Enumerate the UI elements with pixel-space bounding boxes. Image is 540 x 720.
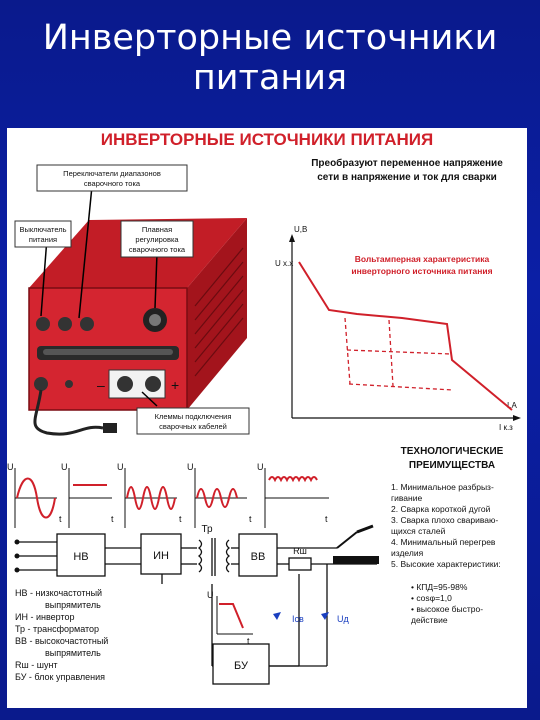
spec-line: • cosφ=1,0 xyxy=(411,593,452,603)
svg-text:–: – xyxy=(97,377,105,393)
legend-line: выпрямитель xyxy=(45,600,101,610)
svg-text:сварочного тока: сварочного тока xyxy=(129,245,186,254)
block-rsh-label: Rш xyxy=(293,546,307,556)
svg-text:t: t xyxy=(59,514,62,524)
svg-text:Выключатель: Выключатель xyxy=(19,225,66,234)
vac-x-axis-label: I,A xyxy=(507,401,517,410)
svg-text:t: t xyxy=(111,514,114,524)
advantage-line: щихся сталей xyxy=(391,526,446,536)
advantage-line: гивание xyxy=(391,493,422,503)
advantage-line: изделия xyxy=(391,548,424,558)
svg-text:t: t xyxy=(249,514,252,524)
advantage-line: 5. Высокие характеристики: xyxy=(391,559,501,569)
legend-line: Rш - шунт xyxy=(15,660,58,670)
slide-title-line-2: питания xyxy=(192,58,348,98)
svg-text:сварочных кабелей: сварочных кабелей xyxy=(159,422,227,431)
callout-smooth-regulation: Плавная регулировка сварочного тока xyxy=(120,220,194,258)
legend-line: Тр - трансформатор xyxy=(15,624,99,634)
vac-y-axis-label: U,В xyxy=(294,225,307,234)
advantages-section: ТЕХНОЛОГИЧЕСКИЕ ПРЕИМУЩЕСТВА 1. Минималь… xyxy=(391,446,504,625)
voltage-label: Uд xyxy=(337,614,349,624)
spec-line: действие xyxy=(411,615,448,625)
spec-line: • КПД=95-98% xyxy=(411,582,468,592)
block-nv-label: НВ xyxy=(73,551,88,563)
vac-caption-line-1: Вольтамперная характеристика xyxy=(355,254,490,264)
svg-text:питания: питания xyxy=(29,235,57,244)
converts-text-line-1: Преобразуют переменное напряжение xyxy=(311,157,503,169)
advantage-line: 2. Сварка короткой дугой xyxy=(391,504,491,514)
svg-text:сварочного тока: сварочного тока xyxy=(84,179,141,188)
block-vv-label: ВВ xyxy=(251,551,266,563)
svg-text:Плавная: Плавная xyxy=(142,225,172,234)
svg-text:U: U xyxy=(61,462,68,472)
current-label: Iсв xyxy=(292,614,304,624)
block-diagram: U t НВ ИН Тр ВВ Rш БУ Iсв Uд xyxy=(14,524,379,685)
svg-text:Клеммы подключения: Клеммы подключения xyxy=(155,412,232,421)
vac-x-mark: I к.з xyxy=(499,423,513,432)
svg-text:U: U xyxy=(257,462,264,472)
advantage-line: 1. Минимальное разбрыз- xyxy=(391,482,494,492)
legend: НВ - низкочастотный выпрямитель ИН - инв… xyxy=(15,588,108,682)
advantages-heading-1: ТЕХНОЛОГИЧЕСКИЕ xyxy=(401,446,504,457)
svg-text:U: U xyxy=(117,462,124,472)
callout-power-switch: Выключатель питания xyxy=(14,220,72,248)
advantage-line: 4. Минимальный перегрев xyxy=(391,537,496,547)
advantage-line: 3. Сварка плохо свариваю- xyxy=(391,515,498,525)
advantages-heading-2: ПРЕИМУЩЕСТВА xyxy=(409,460,495,471)
poster-header: ИНВЕРТОРНЫЕ ИСТОЧНИКИ ПИТАНИЯ xyxy=(101,130,434,149)
svg-text:U: U xyxy=(187,462,194,472)
svg-text:U: U xyxy=(7,462,14,472)
svg-text:U: U xyxy=(207,590,214,600)
callout-terminals: Клеммы подключения сварочных кабелей xyxy=(136,407,250,435)
legend-line: ВВ - высокочастотный xyxy=(15,636,108,646)
block-in-label: ИН xyxy=(153,550,169,562)
waveform-labels: U U U U U t t t t t xyxy=(7,462,328,524)
waveform-row xyxy=(14,468,329,528)
vac-curve xyxy=(298,261,513,411)
svg-text:+: + xyxy=(171,377,179,393)
vac-y-mark: U х.х xyxy=(275,259,293,268)
converts-text-line-2: сети в напряжение и ток для сварки xyxy=(317,172,497,183)
slide-title-line-1: Инверторные источники xyxy=(42,18,498,58)
block-bu-label: БУ xyxy=(234,660,249,672)
svg-text:t: t xyxy=(325,514,328,524)
svg-text:регулировка: регулировка xyxy=(135,235,179,244)
legend-line: БУ - блок управления xyxy=(15,672,105,682)
block-tr-label: Тр xyxy=(201,524,213,535)
vac-caption-line-2: инверторного источника питания xyxy=(351,266,492,276)
slide-title: Инверторные источники питания xyxy=(0,18,540,98)
waveform-curves xyxy=(16,476,318,519)
svg-text:t: t xyxy=(179,514,182,524)
poster-image: ИНВЕРТОРНЫЕ ИСТОЧНИКИ ПИТАНИЯ – + xyxy=(7,128,527,708)
legend-line: выпрямитель xyxy=(45,648,101,658)
spec-line: • высокое быстро- xyxy=(411,604,483,614)
vac-chart: U,В U х.х I,A I к.з Вольтамперная характ… xyxy=(275,225,521,432)
callout-range-switch: Переключатели диапазонов сварочного тока xyxy=(36,164,188,192)
svg-text:t: t xyxy=(247,636,250,646)
legend-line: ИН - инвертор xyxy=(15,612,75,622)
svg-text:Переключатели диапазонов: Переключатели диапазонов xyxy=(63,169,161,178)
legend-line: НВ - низкочастотный xyxy=(15,588,102,598)
